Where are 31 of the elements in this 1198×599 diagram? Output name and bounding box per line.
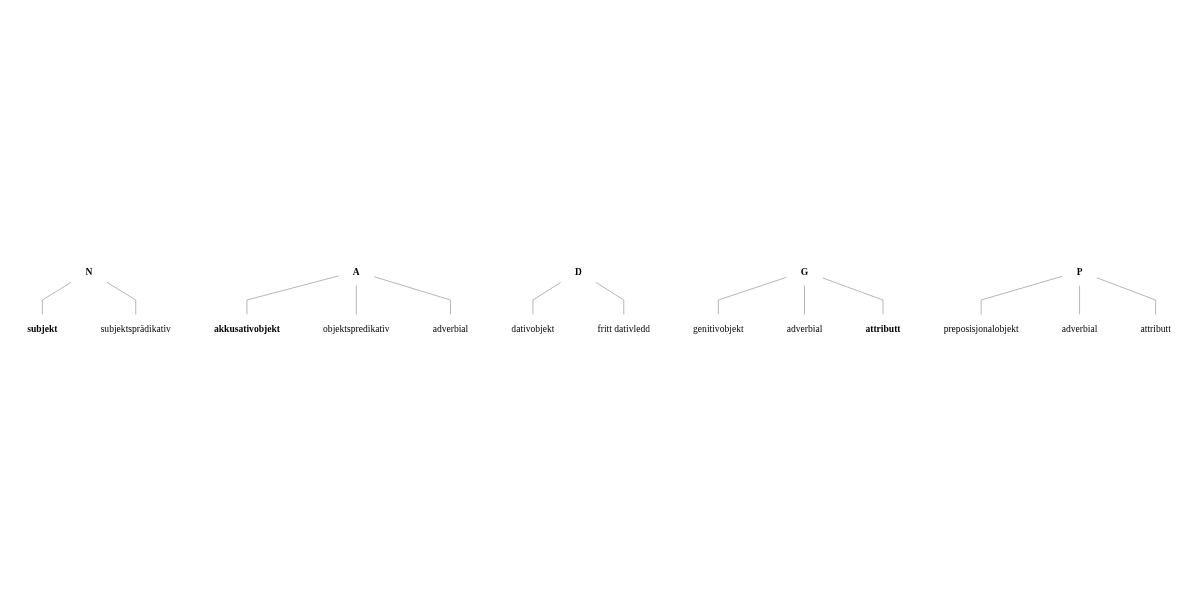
node-text: adverbial [1061,322,1098,334]
node-text: N [85,265,93,277]
connector [1096,276,1156,315]
connector [980,275,1063,315]
node-text: A [352,265,360,277]
node-text: P [1076,265,1083,277]
node-text: objektspredikativ [323,322,390,334]
node-text: akkusativobjekt [213,322,280,334]
node-text: subjekt [27,322,58,334]
node-text: preposisjonalobjekt [943,322,1019,334]
node-text: subjektsprädikativ [100,322,171,334]
node-text: genitivobjekt [693,322,744,334]
node-text: fritt dativledd [597,322,650,334]
node-text: G [800,265,809,277]
connector [804,284,805,315]
connector [532,281,561,315]
node-text: attributt [1140,322,1171,334]
connector [42,281,72,315]
node-text: adverbial [432,322,469,334]
node-text: adverbial [786,322,823,334]
node-text: dativobjekt [511,322,555,334]
connector [822,277,884,315]
connector [106,281,137,315]
connector [1079,284,1080,315]
connector [355,284,357,315]
connector [373,275,451,315]
connector [595,281,625,315]
node-text: D [574,265,582,277]
node-text: attributt [865,322,901,334]
connector [717,276,787,315]
connector [246,275,339,315]
